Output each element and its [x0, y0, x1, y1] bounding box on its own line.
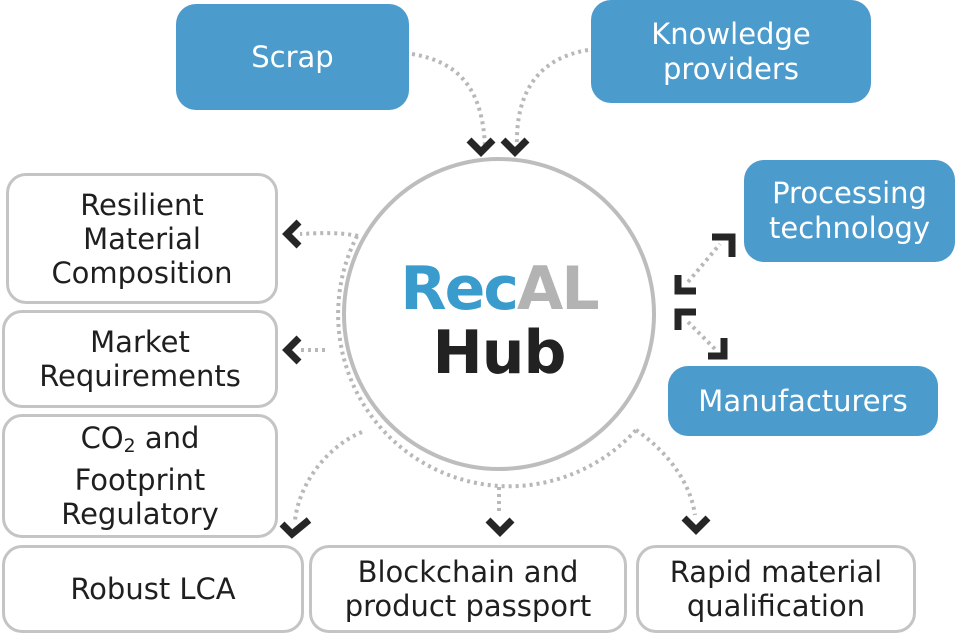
- node-blockchain-product-passport: Blockchain and product passport: [309, 545, 627, 633]
- connector-scrap: [411, 52, 487, 149]
- connector-processing: [686, 242, 722, 284]
- node-co2-footprint-regulatory: CO2 and Footprint Regulatory: [2, 414, 278, 538]
- arrowhead-processing: [712, 233, 736, 257]
- arrowhead-manufacturers: [708, 338, 728, 360]
- arrowhead-lca: [279, 517, 312, 539]
- node-manufacturers: Manufacturers: [668, 366, 938, 436]
- arrowhead-market: [282, 335, 302, 365]
- hub-subtitle: Hub: [432, 318, 567, 388]
- connector-knowledge: [514, 48, 589, 149]
- node-blockchain-label: Blockchain and product passport: [344, 555, 592, 623]
- node-knowledge-providers-label: Knowledge providers: [651, 16, 811, 86]
- node-resilient-label: Resilient Material Composition: [51, 187, 233, 290]
- connector-manufacturers: [686, 320, 718, 352]
- co2-prefix: CO: [80, 420, 124, 455]
- node-resilient-material-composition: Resilient Material Composition: [6, 173, 278, 304]
- node-scrap: Scrap: [176, 4, 409, 110]
- hub-title: RecAL: [393, 258, 605, 320]
- node-processing-technology: Processing technology: [744, 160, 955, 262]
- node-lca-label: Robust LCA: [70, 572, 236, 606]
- hub-ring: [342, 157, 656, 471]
- co2-subscript: 2: [123, 435, 136, 457]
- connector-rapid: [634, 428, 697, 516]
- arrowhead-resilient: [282, 219, 302, 249]
- connector-arc: [336, 235, 638, 489]
- node-robust-lca: Robust LCA: [2, 545, 304, 633]
- node-rapid-material-qualification: Rapid material qualification: [636, 545, 916, 633]
- node-knowledge-providers: Knowledge providers: [591, 0, 871, 103]
- connector-resilient: [299, 231, 359, 238]
- arrowhead-hub-manufacturers: [674, 308, 696, 330]
- node-co2-label: CO2 and Footprint Regulatory: [61, 421, 219, 532]
- node-manufacturers-label: Manufacturers: [698, 383, 908, 418]
- hub-title-rec: Rec: [400, 254, 518, 324]
- arrowhead-hub-processing: [674, 275, 696, 295]
- co2-rest: and Footprint Regulatory: [61, 420, 219, 532]
- node-market-label: Market Requirements: [39, 325, 241, 393]
- connector-lca: [293, 430, 363, 521]
- arrowhead-scrap: [466, 137, 496, 157]
- arrowhead-rapid: [681, 515, 711, 535]
- node-processing-technology-label: Processing technology: [768, 176, 931, 245]
- node-rapid-label: Rapid material qualification: [669, 555, 883, 623]
- arrowhead-blockchain: [485, 517, 515, 537]
- node-market-requirements: Market Requirements: [2, 310, 278, 408]
- node-scrap-label: Scrap: [251, 39, 334, 74]
- arrowhead-knowledge: [500, 137, 530, 157]
- hub-title-al: AL: [516, 254, 600, 324]
